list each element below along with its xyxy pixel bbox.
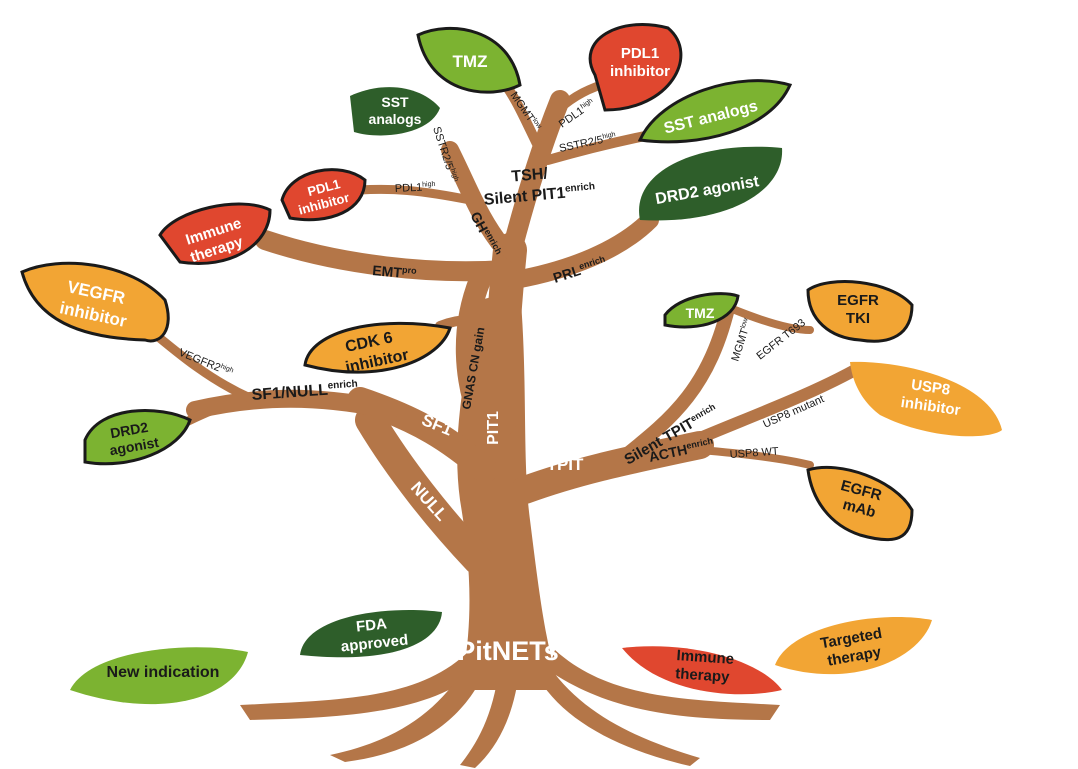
leaf-usp8: USP8 inhibitor: [850, 361, 1002, 437]
branch-pdl1-left: [355, 184, 475, 205]
biomarker-pdl1-left: PDL1high: [395, 181, 436, 195]
leaf-egfr-mab: EGFR mAb: [806, 465, 914, 542]
svg-text:PDL1: PDL1: [621, 45, 659, 62]
legend-immune-therapy: Immune therapy: [622, 646, 782, 695]
branch-tsh: [502, 90, 570, 260]
biomarker-usp8-wt: USP8 WT: [729, 446, 779, 461]
label-emt: EMTpro: [372, 262, 418, 282]
leaf-pdl1-left: PDL1 inhibitor: [280, 168, 367, 222]
leaf-egfr-tki: EGFR TKI: [806, 280, 914, 343]
branch-cdk6: [435, 315, 475, 331]
trunk: [457, 290, 560, 690]
legend-targeted-therapy: Targeted therapy: [775, 617, 932, 675]
leaf-pdl1-top: PDL1 inhibitor: [588, 23, 683, 112]
svg-text:TSH/: TSH/: [511, 165, 549, 185]
svg-text:approved: approved: [340, 632, 409, 656]
root: [548, 650, 780, 720]
svg-text:SST: SST: [381, 94, 409, 110]
root-label-pitnets: PitNETs: [457, 636, 559, 666]
leaf-drd2-left: DRD2 agonist: [83, 409, 192, 466]
svg-text:therapy: therapy: [675, 665, 731, 686]
branch-prl: [506, 211, 659, 289]
svg-text:New indication: New indication: [107, 664, 220, 681]
tree-trunk-and-branches: [145, 73, 861, 768]
lineage-tpit: TPIT: [547, 455, 584, 474]
branch-gh: [441, 141, 514, 259]
branch-usp8-wt: [696, 446, 814, 469]
svg-text:TMZ: TMZ: [686, 305, 715, 321]
branch-gnas: [455, 269, 491, 431]
legend: New indication FDA approved Immune thera…: [70, 609, 932, 705]
leaves: TMZ PDL1 inhibitor SST analogs SST analo…: [20, 23, 1002, 542]
biomarker-mgmt-tpit: MGMTlow: [729, 316, 754, 363]
leaf-vegfr: VEGFR inhibitor: [20, 261, 170, 343]
branch-silent-tpit: [613, 293, 737, 467]
label-tsh-silent-pit1: TSH/ Silent PIT1enrich: [483, 165, 595, 208]
root: [240, 650, 480, 720]
svg-text:TKI: TKI: [846, 310, 870, 327]
svg-text:DRD2: DRD2: [109, 419, 150, 441]
svg-text:FDA: FDA: [355, 615, 388, 635]
leaf-tmz-top-label: TMZ: [453, 52, 488, 71]
leaf-drd2-top: DRD2 agonist: [639, 146, 783, 221]
branch-emt: [255, 230, 515, 282]
legend-new-indication: New indication: [70, 647, 248, 705]
legend-fda-approved: FDA approved: [300, 609, 442, 658]
svg-text:inhibitor: inhibitor: [610, 63, 670, 80]
label-sf1-null: SF1/NULLenrich: [251, 379, 358, 404]
branch-acth: [654, 364, 861, 461]
svg-text:USP8: USP8: [910, 376, 951, 398]
branch-null: [355, 405, 493, 575]
svg-text:analogs: analogs: [369, 111, 422, 127]
leaf-tmz-right: TMZ: [663, 292, 740, 329]
leaf-sst-left: SST analogs: [350, 87, 440, 136]
branch-egfr-tki: [731, 306, 814, 334]
leaf-tmz-top: TMZ: [416, 26, 522, 94]
leaf-immune-left: Immune therapy: [158, 202, 272, 266]
leaf-cdk6: CDK 6 inhibitor: [303, 321, 452, 377]
lineage-pit1: PIT1: [485, 411, 502, 445]
svg-text:Immune: Immune: [676, 647, 735, 668]
svg-text:EGFR: EGFR: [837, 292, 879, 309]
